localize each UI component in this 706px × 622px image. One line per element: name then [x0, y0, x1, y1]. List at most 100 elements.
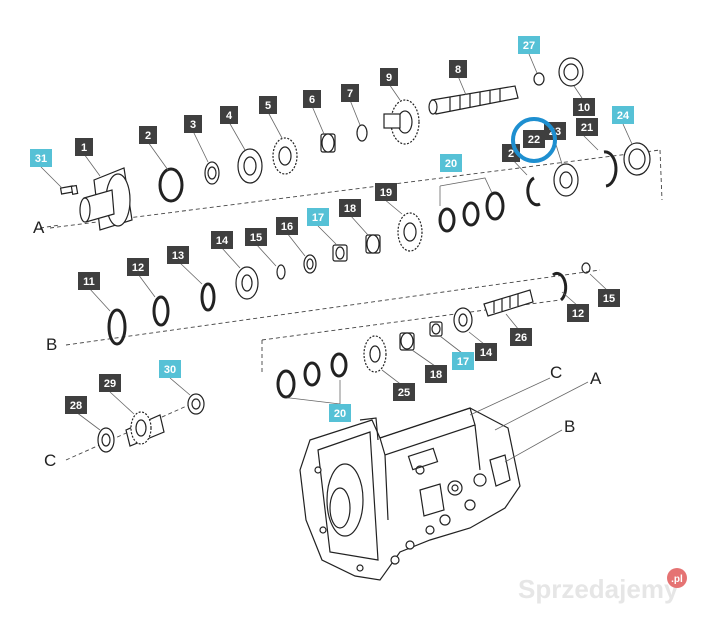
part-label-11[interactable]: 11 [78, 272, 100, 290]
part-label-2-top[interactable]: 2 [139, 126, 157, 144]
part-label-28[interactable]: 28 [65, 396, 87, 414]
bushing-part [399, 332, 415, 351]
part-label-3[interactable]: 3 [184, 115, 202, 133]
part-label-25[interactable]: 25 [393, 383, 415, 401]
bushing-part [320, 133, 336, 153]
gearbox-housing [299, 407, 521, 581]
highlight-ring [511, 117, 557, 163]
bearing-cup-part [623, 142, 651, 176]
small-bearing-part [303, 254, 317, 274]
part-label-31[interactable]: 31 [30, 149, 52, 167]
row-c-parts [97, 393, 205, 453]
bearing-part [553, 163, 579, 197]
countershaft-part [483, 289, 534, 317]
part-label-15-top[interactable]: 15 [245, 228, 267, 246]
svg-text:29: 29 [104, 378, 116, 390]
part-label-27[interactable]: 27 [518, 36, 540, 54]
axis-letter-c-right: C [550, 363, 562, 382]
svg-text:8: 8 [455, 64, 461, 76]
synchro-ring-part [303, 361, 321, 387]
axis-letter-a-right: A [590, 369, 602, 388]
svg-text:6: 6 [309, 94, 315, 106]
part-label-18-bottom[interactable]: 18 [425, 365, 447, 383]
svg-text:18: 18 [344, 203, 356, 215]
svg-text:22: 22 [528, 134, 540, 146]
part-label-29[interactable]: 29 [99, 374, 121, 392]
svg-text:14: 14 [480, 347, 493, 359]
part-label-1[interactable]: 1 [75, 138, 93, 156]
svg-text:14: 14 [216, 235, 229, 247]
svg-text:2: 2 [145, 130, 151, 142]
row-b-parts [107, 262, 591, 399]
part-label-12-left[interactable]: 12 [127, 258, 149, 276]
watermark-text: Sprzedajemy [518, 574, 679, 604]
svg-text:1: 1 [81, 142, 87, 154]
part-label-7[interactable]: 7 [341, 84, 359, 102]
svg-text:7: 7 [347, 88, 353, 100]
gear-part [272, 137, 298, 175]
part-label-5[interactable]: 5 [259, 96, 277, 114]
part-label-14-bottom[interactable]: 14 [475, 343, 497, 361]
part-label-14-top[interactable]: 14 [211, 231, 233, 249]
svg-text:2: 2 [508, 148, 514, 160]
svg-text:24: 24 [617, 110, 630, 122]
svg-text:13: 13 [172, 250, 184, 262]
axis-letter-b-left: B [46, 335, 57, 354]
large-gear-part [383, 99, 420, 145]
watermark-badge [667, 568, 687, 588]
svg-text:27: 27 [523, 40, 535, 52]
svg-text:12: 12 [132, 262, 144, 274]
part-labels: 27 31 24 20 17 17 20 30 8 9 10 7 6 5 4 3… [30, 36, 634, 422]
seal-part [558, 57, 584, 87]
part-label-16[interactable]: 16 [276, 217, 298, 235]
part-label-20-top[interactable]: 20 [440, 154, 462, 172]
svg-text:10: 10 [578, 102, 590, 114]
part-label-6[interactable]: 6 [303, 90, 321, 108]
svg-text:18: 18 [430, 369, 442, 381]
part-label-10[interactable]: 10 [573, 98, 595, 116]
svg-text:25: 25 [398, 387, 410, 399]
reverse-idler-gear-part [125, 411, 165, 447]
part-label-9[interactable]: 9 [380, 68, 398, 86]
svg-text:4: 4 [226, 110, 233, 122]
svg-text:19: 19 [380, 187, 392, 199]
part-label-18-top[interactable]: 18 [339, 199, 361, 217]
label-leaders [40, 53, 633, 431]
bearing-part [453, 307, 473, 333]
part-label-15-right[interactable]: 15 [598, 289, 620, 307]
thrust-washer-part [107, 308, 127, 346]
bearing-part [237, 148, 263, 184]
bearing-part [187, 393, 205, 415]
snap-ring-part [603, 150, 618, 188]
bushing-part [365, 234, 381, 254]
axis-letters: A B C C A B [33, 218, 602, 470]
svg-text:15: 15 [603, 293, 615, 305]
svg-text:12: 12 [572, 308, 584, 320]
part-label-19[interactable]: 19 [375, 183, 397, 201]
part-label-26[interactable]: 26 [510, 328, 532, 346]
input-housing-part [79, 167, 133, 231]
part-label-20-bottom[interactable]: 20 [329, 404, 351, 422]
svg-text:20: 20 [334, 408, 346, 420]
needle-bearing-part [332, 244, 348, 262]
part-label-22[interactable]: 22 [523, 130, 545, 148]
part-label-13[interactable]: 13 [167, 246, 189, 264]
svg-text:16: 16 [281, 221, 293, 233]
svg-text:31: 31 [35, 153, 47, 165]
part-label-8[interactable]: 8 [449, 60, 467, 78]
part-label-30[interactable]: 30 [159, 360, 181, 378]
part-label-4[interactable]: 4 [220, 106, 238, 124]
svg-text:20: 20 [445, 158, 457, 170]
snap-ring-part [200, 282, 216, 312]
svg-text:21: 21 [581, 122, 593, 134]
part-label-21[interactable]: 21 [576, 118, 598, 136]
part-label-17-bottom[interactable]: 17 [452, 352, 474, 370]
watermark: Sprzedajemy .pl [518, 568, 687, 604]
synchro-ring-part [485, 191, 505, 221]
axis-letter-c-left: C [44, 451, 56, 470]
ring-part [276, 264, 286, 280]
part-label-17-top[interactable]: 17 [307, 208, 329, 226]
part-label-24[interactable]: 24 [612, 106, 634, 124]
part-label-12-right[interactable]: 12 [567, 304, 589, 322]
main-shaft-part [428, 85, 519, 115]
